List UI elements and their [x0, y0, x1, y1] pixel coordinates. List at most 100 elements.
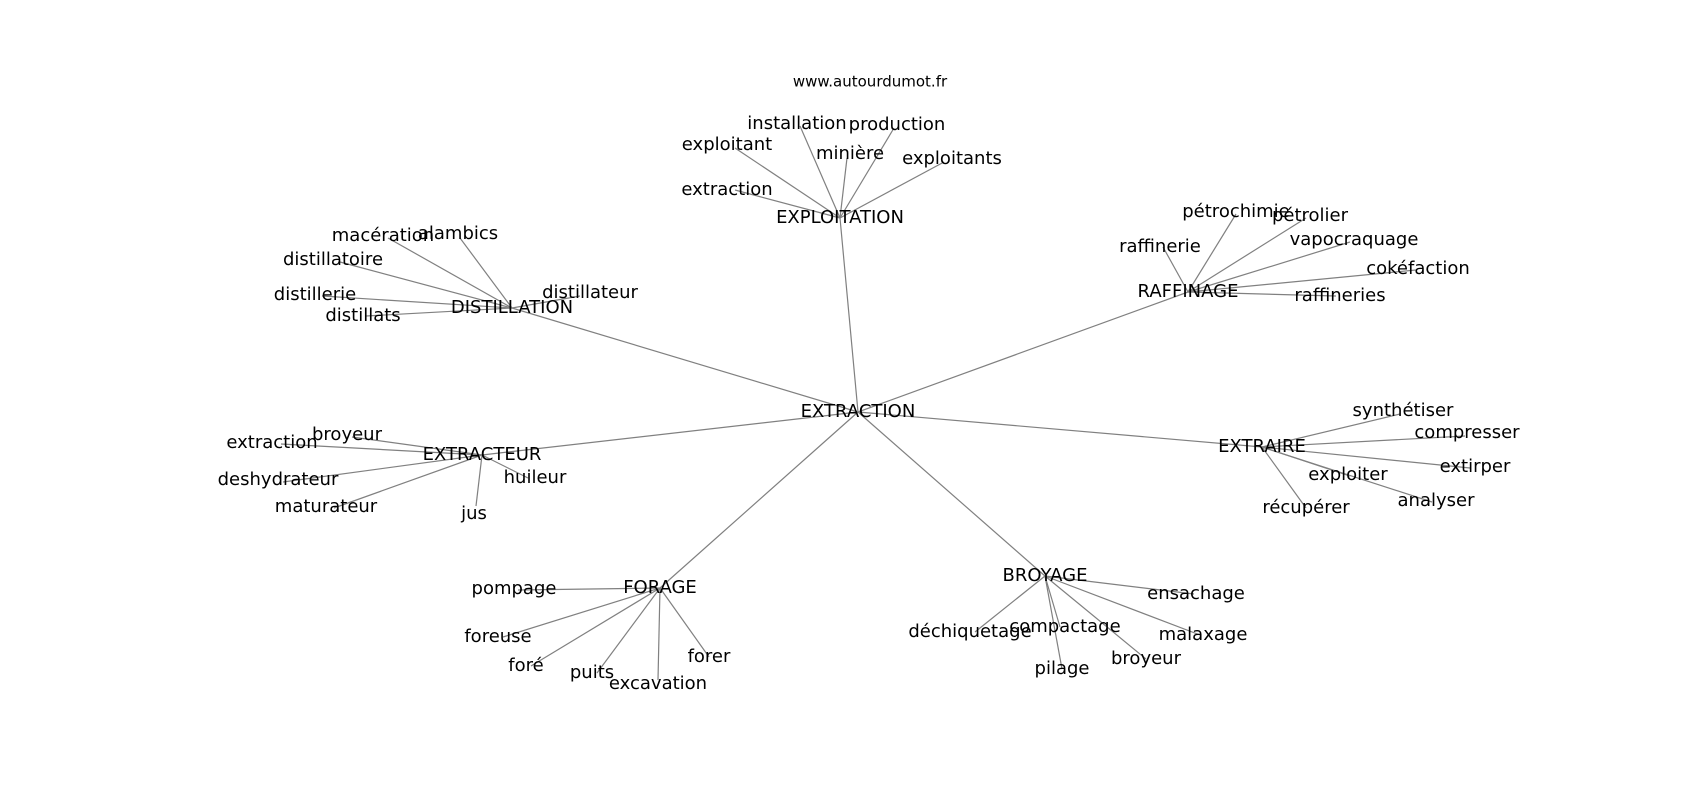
- leaf-node: installation: [747, 113, 846, 134]
- leaf-node: pétrochimie: [1182, 201, 1290, 222]
- leaf-edge: [839, 157, 848, 219]
- leaf-edge: [339, 261, 513, 309]
- cluster-node-forage: FORAGE: [623, 577, 697, 598]
- leaf-node: raffinerie: [1119, 236, 1201, 257]
- leaf-node: pompage: [472, 578, 557, 599]
- leaf-node: distillatoire: [283, 249, 383, 270]
- cluster-node-broyage: BROYAGE: [1003, 565, 1088, 586]
- leaf-edge: [1044, 575, 1063, 670]
- leaf-node: compresser: [1414, 422, 1520, 443]
- leaf-edge: [659, 587, 710, 658]
- graph-labels: www.autourdumot.fr EXTRACTION EXPLOITATI…: [218, 73, 1521, 695]
- leaf-node: production: [849, 114, 946, 135]
- cluster-node-extracteur: EXTRACTEUR: [423, 444, 542, 465]
- leaf-edge: [530, 587, 661, 667]
- leaf-edge: [1261, 446, 1307, 509]
- leaf-node: jus: [460, 503, 487, 524]
- leaf-node: distillats: [325, 305, 400, 326]
- center-edge-4: [481, 411, 859, 456]
- leaf-edge: [351, 436, 483, 456]
- graph-edges: [280, 125, 1471, 681]
- leaf-node: excavation: [609, 673, 707, 694]
- leaf-edge: [280, 443, 483, 456]
- leaf-node: malaxage: [1159, 624, 1248, 645]
- leaf-edge: [839, 127, 895, 219]
- leaf-node: ensachage: [1147, 583, 1245, 604]
- leaf-edge: [459, 237, 513, 309]
- leaf-node: pétrolier: [1272, 205, 1349, 226]
- leaf-node: analyser: [1398, 490, 1476, 511]
- leaf-node: raffineries: [1294, 285, 1385, 306]
- leaf-node: extraction: [681, 179, 772, 200]
- leaf-edge: [1187, 269, 1417, 293]
- leaf-node: broyeur: [312, 424, 383, 445]
- leaf-node: alambics: [418, 223, 498, 244]
- center-edge-6: [659, 411, 859, 589]
- leaf-node: vapocraquage: [1290, 229, 1419, 250]
- leaf-edge: [1187, 217, 1307, 293]
- leaf-edge: [511, 295, 581, 309]
- leaf-edge: [839, 161, 945, 219]
- leaf-edge: [1261, 446, 1433, 503]
- leaf-edge: [1261, 446, 1471, 469]
- leaf-edge: [974, 575, 1046, 633]
- leaf-node: exploiter: [1308, 464, 1388, 485]
- leaf-node: distillateur: [542, 282, 638, 303]
- leaf-edge: [481, 454, 529, 479]
- leaf-node: maturateur: [275, 496, 378, 517]
- leaf-edge: [734, 147, 841, 219]
- leaf-edge: [517, 587, 661, 591]
- leaf-edge: [1187, 241, 1351, 293]
- leaf-edge: [1261, 435, 1466, 448]
- leaf-node: extraction: [226, 432, 317, 453]
- center-edge-7: [857, 411, 1046, 577]
- leaf-node: exploitants: [902, 148, 1002, 169]
- leaf-edge: [1044, 575, 1061, 628]
- center-edge-1: [839, 217, 859, 413]
- leaf-node: puits: [570, 662, 614, 683]
- leaf-node: extirper: [1440, 456, 1511, 477]
- leaf-edge: [1187, 213, 1237, 293]
- leaf-edge: [1162, 246, 1189, 293]
- leaf-node: deshydrateur: [218, 469, 339, 490]
- leaf-edge: [657, 587, 661, 681]
- leaf-node: macération: [332, 225, 434, 246]
- center-edge-3: [511, 307, 859, 413]
- leaf-node: huileur: [504, 467, 567, 488]
- leaf-node: exploitant: [682, 134, 772, 155]
- center-edge-5: [857, 411, 1263, 448]
- leaf-node: synthétiser: [1353, 400, 1454, 421]
- leaf-edge: [333, 454, 483, 509]
- leaf-edge: [734, 189, 841, 219]
- cluster-node-distillation: DISTILLATION: [451, 297, 573, 318]
- leaf-node: broyeur: [1111, 648, 1182, 669]
- leaf-edge: [1187, 291, 1337, 297]
- leaf-node: cokéfaction: [1366, 258, 1470, 279]
- leaf-node: foré: [508, 655, 543, 676]
- leaf-node: forer: [688, 646, 731, 667]
- leaf-node: minière: [816, 143, 884, 164]
- leaf-edge: [1044, 575, 1147, 660]
- leaf-node: compactage: [1009, 616, 1120, 637]
- leaf-edge: [1261, 413, 1401, 448]
- leaf-edge: [475, 454, 483, 507]
- leaf-node: foreuse: [464, 626, 531, 647]
- source-label: www.autourdumot.fr: [793, 73, 948, 91]
- leaf-node: récupérer: [1262, 497, 1350, 518]
- leaf-edge: [365, 307, 513, 317]
- leaf-edge: [282, 454, 483, 483]
- leaf-edge: [799, 125, 841, 219]
- leaf-edge: [387, 237, 513, 309]
- leaf-node: pilage: [1035, 658, 1090, 679]
- leaf-node: distillerie: [274, 284, 356, 305]
- center-edge-2: [857, 291, 1189, 413]
- leaf-edge: [1044, 575, 1201, 636]
- cluster-node-raffinage: RAFFINAGE: [1138, 281, 1239, 302]
- center-node: EXTRACTION: [801, 401, 916, 422]
- leaf-edge: [321, 295, 513, 309]
- leaf-node: déchiquetage: [908, 621, 1031, 642]
- leaf-edge: [1044, 575, 1195, 595]
- leaf-edge: [502, 587, 661, 638]
- leaf-edge: [596, 587, 661, 674]
